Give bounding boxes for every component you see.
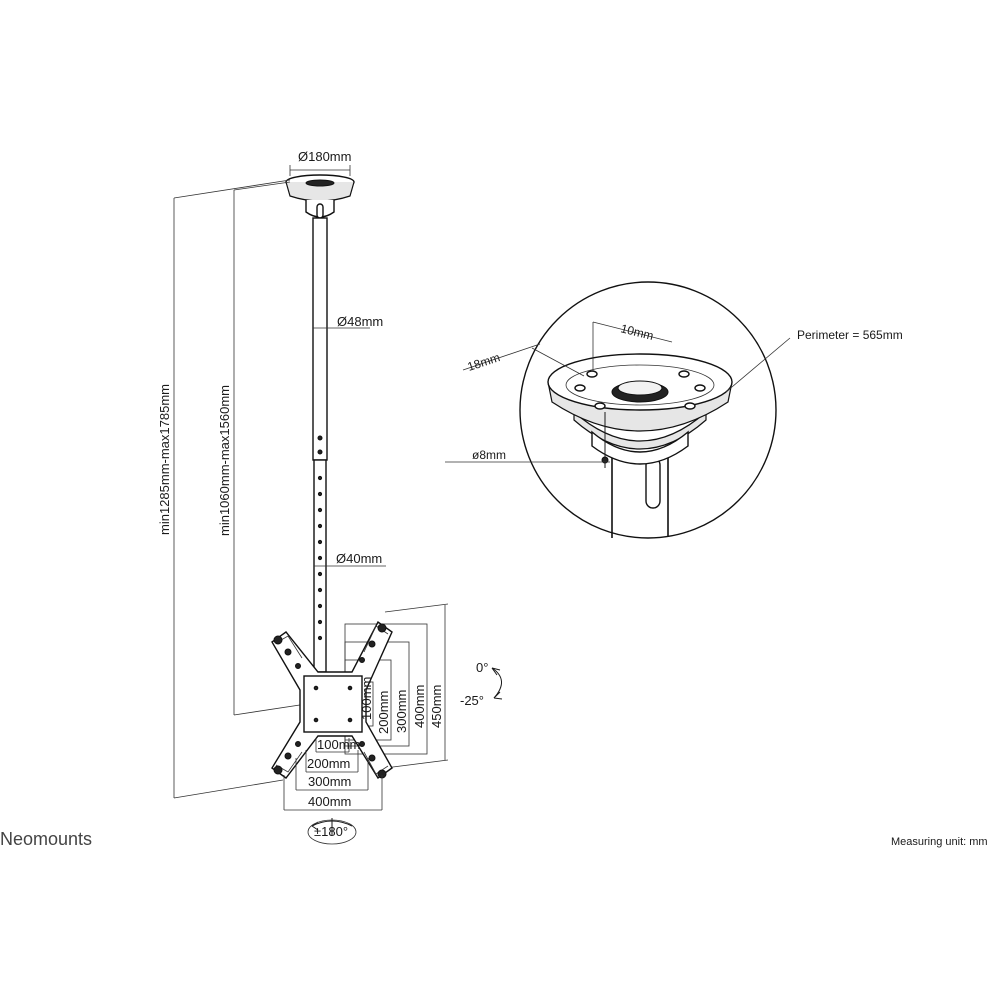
vesa-h-300: 300mm [308, 774, 351, 789]
detail-view [519, 281, 777, 539]
lower-tube-label: Ø40mm [336, 551, 382, 566]
vesa-vertical-dimensions: 100mm 200mm 300mm 400mm 450mm [359, 677, 444, 734]
vesa-v-200: 200mm [376, 691, 391, 734]
tube-height-label: min1060mm-max1560mm [217, 385, 232, 536]
vesa-h-400: 400mm [308, 794, 351, 809]
tilt-bottom-label: -25° [460, 693, 484, 708]
tilt-top-label: 0° [476, 660, 488, 675]
vesa-h-100: 100mm [317, 737, 360, 752]
total-height-label: min1285mm-max1785mm [157, 384, 172, 535]
base-diameter-label: Ø180mm [298, 149, 351, 164]
ceiling-base-plate [285, 174, 355, 219]
vesa-v-300: 300mm [394, 690, 409, 733]
vesa-horizontal-dimensions: 100mm 200mm 300mm 400mm [283, 737, 383, 811]
vesa-plate [271, 620, 393, 780]
tilt-indicator: 0° -25° [460, 660, 503, 708]
vesa-v-100: 100mm [359, 677, 374, 720]
swivel-label: ±180° [314, 824, 348, 839]
hole-diameter-label: ø8mm [472, 448, 506, 462]
vesa-v-400: 400mm [412, 685, 427, 728]
upper-tube-dimension: Ø48mm [313, 314, 383, 329]
upper-tube-label: Ø48mm [337, 314, 383, 329]
upper-tube [312, 217, 328, 461]
hole-offset-label: 18mm [466, 350, 502, 374]
perimeter-label: Perimeter = 565mm [797, 328, 903, 342]
tube-height-dimension: min1060mm-max1560mm [217, 181, 314, 716]
lower-tube-dimension: Ø40mm [314, 551, 386, 567]
brand-logo: Neomounts [0, 829, 92, 849]
vesa-h-200: 200mm [307, 756, 350, 771]
base-diameter-dimension: Ø180mm [289, 149, 351, 176]
swivel-indicator: ±180° [307, 818, 357, 845]
vesa-v-450: 450mm [429, 685, 444, 728]
total-height-dimension: min1285mm-max1785mm [157, 179, 291, 799]
measuring-unit-label: Measuring unit: mm [891, 836, 988, 848]
